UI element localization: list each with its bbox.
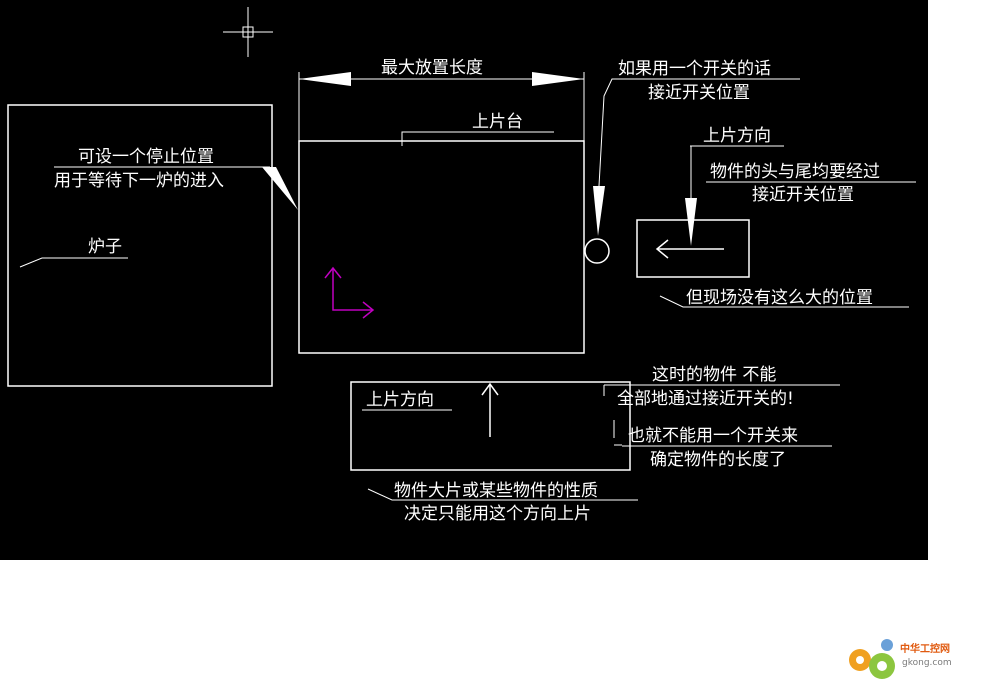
one-switch-leader <box>598 78 800 187</box>
proximity-switch-icon <box>584 238 610 264</box>
one-switch-line1: 如果用一个开关的话 <box>618 59 771 79</box>
furnace-label: 炉子 <box>88 237 122 257</box>
stop-position-arrow <box>262 167 298 210</box>
workpiece-large-box <box>350 381 631 471</box>
cad-drawing-canvas[interactable]: 炉子 可设一个停止位置 用于等待下一炉的进入 上片台 最大放置长度 如果用一个开… <box>0 0 928 560</box>
nature-leader <box>367 488 638 501</box>
furnace-leader <box>19 257 128 268</box>
crosshair-cursor-icon <box>223 7 273 57</box>
nature-line1: 物件大片或某些物件的性质 <box>394 481 598 501</box>
stop-position-line1: 可设一个停止位置 <box>78 147 214 167</box>
loading-table-leader <box>401 131 554 146</box>
cannot-line2: 全部地通过接近开关的! <box>617 389 794 409</box>
left-arrow-icon <box>655 239 724 259</box>
loading-table-box <box>298 140 585 354</box>
ucs-axis-icon <box>324 266 375 319</box>
cannot-line4: 确定物件的长度了 <box>650 450 786 470</box>
head-tail-line1: 物件的头与尾均要经过 <box>710 162 880 182</box>
furnace-box <box>7 104 273 387</box>
gear-icon <box>849 639 895 679</box>
watermark-url: gkong.com <box>902 658 952 668</box>
drawing-svg: 炉子 可设一个停止位置 用于等待下一炉的进入 上片台 最大放置长度 如果用一个开… <box>7 7 916 524</box>
up-arrow-icon <box>481 382 499 437</box>
no-space-label: 但现场没有这么大的位置 <box>686 288 873 308</box>
dimension-arrow-right <box>532 72 584 86</box>
cannot-line3: 也就不能用一个开关来 <box>628 426 798 446</box>
direction-right-arrow <box>685 198 697 246</box>
workpiece-small-box <box>636 219 750 278</box>
cannot-line1: 这时的物件 不能 <box>652 365 776 385</box>
gkong-watermark-logo: 中华工控网 gkong.com <box>840 632 975 687</box>
watermark-site-name: 中华工控网 <box>900 642 950 655</box>
stop-position-line2: 用于等待下一炉的进入 <box>54 171 224 191</box>
one-switch-arrow <box>593 186 605 236</box>
one-switch-line2: 接近开关位置 <box>648 83 750 103</box>
no-space-leader <box>659 295 909 308</box>
direction-right-label: 上片方向 <box>703 126 771 146</box>
head-tail-line2: 接近开关位置 <box>752 185 854 205</box>
loading-table-label: 上片台 <box>472 112 523 132</box>
direction-bottom-label: 上片方向 <box>366 390 434 410</box>
dimension-arrow-left <box>299 72 351 86</box>
max-length-label: 最大放置长度 <box>381 58 483 78</box>
nature-line2: 决定只能用这个方向上片 <box>404 504 591 524</box>
